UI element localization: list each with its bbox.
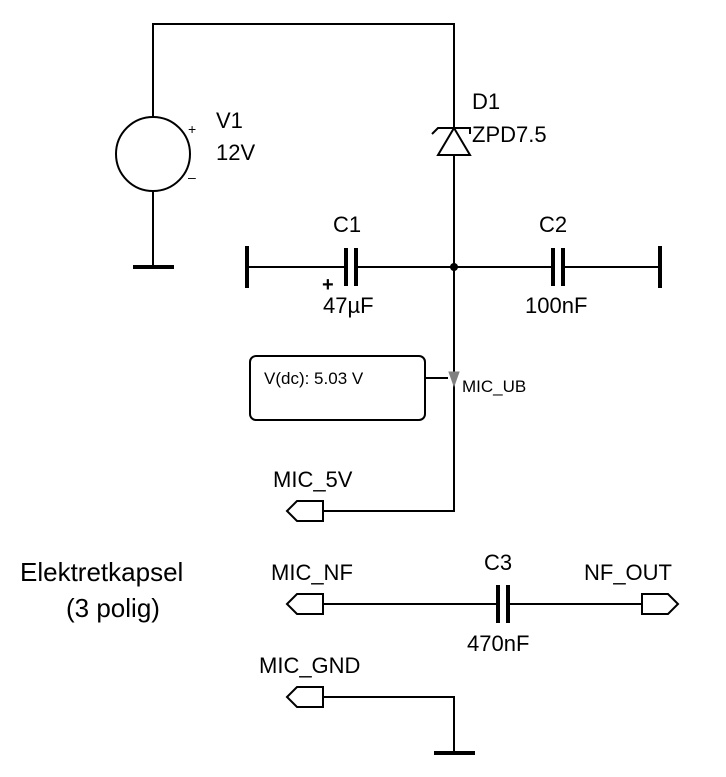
d1-value-label: ZPD7.5: [472, 122, 547, 147]
port-mic-gnd: MIC_GND: [259, 653, 475, 755]
probe-readout-box: [249, 355, 426, 421]
d1-ref-label: D1: [472, 89, 500, 114]
probe-arrow-icon: [448, 371, 460, 388]
c2-value-label: 100nF: [525, 293, 587, 318]
component-label-line1: Elektretkapsel: [20, 557, 183, 587]
capacitor-c3: C3 470nF: [323, 550, 642, 656]
wire-gnd: [323, 696, 455, 752]
v1-ref-label: V1: [216, 108, 243, 133]
port-mic-nf-label: MIC_NF: [271, 560, 353, 585]
probe-net-label: MIC_UB: [462, 377, 526, 396]
port-mic-nf-shape: [285, 593, 324, 615]
capacitor-c2: C2 100nF: [454, 212, 662, 318]
port-mic-gnd-shape: [285, 686, 324, 708]
voltage-source-v1: + – V1 12V: [115, 108, 255, 269]
wire-node-to-mic5v: [323, 267, 455, 512]
port-mic-5v: MIC_5V: [273, 467, 353, 522]
v1-value-label: 12V: [216, 140, 255, 165]
voltage-probe: V(dc): 5.03 V MIC_UB: [249, 355, 526, 421]
port-mic-5v-shape: [285, 500, 324, 522]
component-label-line2: (3 polig): [66, 593, 160, 623]
c1-ref-label: C1: [333, 212, 361, 237]
capacitor-c1: + C1 47µF: [245, 212, 454, 318]
diode-cathode-bar: [431, 127, 471, 135]
port-mic-5v-label: MIC_5V: [273, 467, 353, 492]
port-nf-out-shape: [641, 593, 680, 615]
c3-ref-label: C3: [484, 550, 512, 575]
source-plus-sign: +: [188, 121, 196, 137]
port-mic-nf: MIC_NF: [271, 560, 353, 615]
source-minus-sign: –: [188, 169, 196, 185]
zener-diode-d1: D1 ZPD7.5: [431, 89, 547, 267]
diode-triangle: [436, 126, 472, 156]
port-mic-gnd-label: MIC_GND: [259, 653, 360, 678]
source-circle: [115, 116, 191, 192]
c1-polarity-mark: +: [322, 274, 334, 296]
port-nf-out-label: NF_OUT: [584, 560, 672, 585]
probe-readout-text: V(dc): 5.03 V: [264, 369, 364, 388]
c3-value-label: 470nF: [467, 631, 529, 656]
port-nf-out: NF_OUT: [584, 560, 680, 615]
c2-ref-label: C2: [539, 212, 567, 237]
wire-top-loop: [152, 23, 455, 128]
c1-value-label: 47µF: [323, 293, 374, 318]
